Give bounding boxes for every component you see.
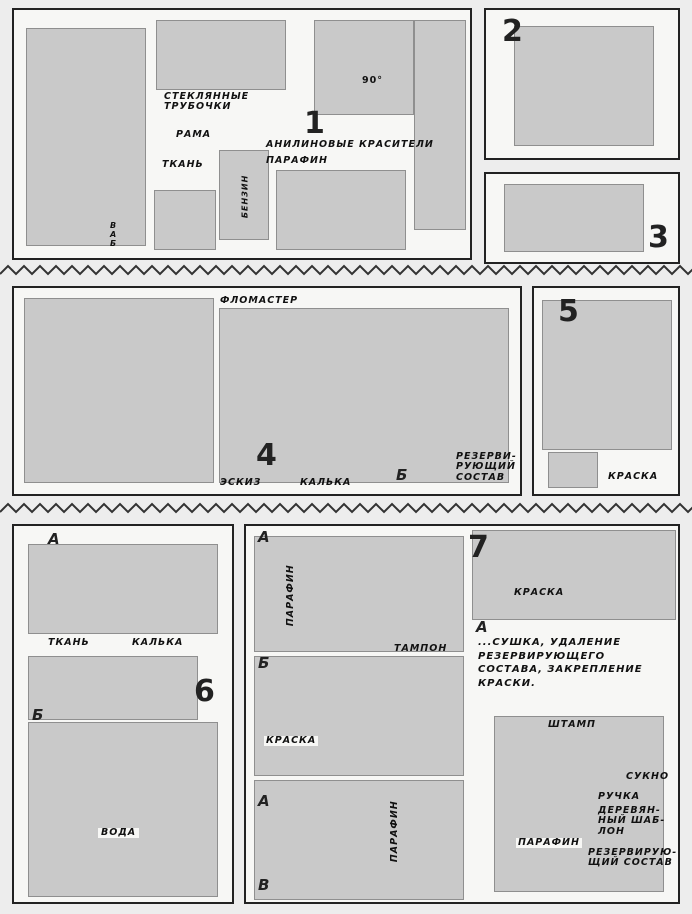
panel-step-2-melting: 2 [484, 8, 680, 160]
label-handle: РУЧКА [598, 791, 641, 802]
label-sketch: ЭСКИЗ [220, 477, 262, 488]
label-paint-2: КРАСКА [264, 735, 319, 747]
panel-step-6-ironing-steaming: А ТКАНЬ КАЛЬКА Б ВОДА 6 [12, 524, 234, 904]
step-number-4: 4 [256, 438, 277, 473]
illustration-dyed-fabric [472, 530, 676, 620]
illustration-steam-pot [28, 722, 218, 897]
label-stamp: ШТАМП [548, 719, 596, 730]
label-fabric: ТКАНЬ [162, 159, 204, 170]
sub-letter-a2: А [476, 618, 488, 636]
illustration-paint-jar [548, 452, 598, 488]
step-number-3: 3 [648, 220, 669, 255]
label-frame: РАМА [176, 129, 212, 140]
illustration-table-with-lamp [219, 308, 509, 483]
step-number-1: 1 [304, 106, 325, 141]
illustration-paraffin-painting [254, 536, 464, 652]
sub-letter-a1: А [258, 528, 270, 546]
sub-letter-a: А [48, 530, 60, 548]
illustration-brush-on-fabric [542, 300, 672, 450]
label-cloth: СУКНО [626, 771, 670, 782]
label-angle: 90° [362, 75, 383, 86]
sub-letter-b: Б [396, 466, 408, 484]
panel-step-4-transfer: ФЛОМАСТЕР ЭСКИЗ КАЛЬКА Б РЕЗЕРВИ- РУЮЩИЙ… [12, 286, 522, 496]
label-paint-1: КРАСКА [514, 587, 565, 598]
illustration-iron-on-fabric [28, 544, 218, 634]
sub-letter-v: В [258, 876, 270, 894]
label-benzine: БЕНЗИН [240, 174, 250, 219]
label-water: ВОДА [98, 827, 140, 839]
panel-step-5-painting: КРАСКА 5 [532, 286, 680, 496]
illustration-final-paraffin [254, 780, 464, 900]
zigzag-divider-horizontal-1 [0, 264, 692, 276]
label-resist: РЕЗЕРВИ- РУЮЩИЙ СОСТАВ [456, 451, 517, 483]
step-number-7: 7 [468, 530, 489, 565]
illustration-tool-angle [314, 20, 414, 115]
illustration-glass-tubes [156, 20, 286, 90]
illustration-wax-sheet [276, 170, 406, 250]
label-small-letters: В А Б [110, 221, 118, 248]
label-fabric-6: ТКАНЬ [48, 637, 90, 648]
label-paint: КРАСКА [608, 471, 659, 482]
label-marker: ФЛОМАСТЕР [220, 295, 299, 306]
label-wooden-template: ДЕРЕВЯН- НЫЙ ШАБ- ЛОН [598, 805, 666, 837]
label-resist-7: РЕЗЕРВИРУЮ- ЩИЙ СОСТАВ [588, 847, 678, 869]
sub-letter-a3: А [258, 792, 270, 810]
label-aniline-dyes: АНИЛИНОВЫЕ КРАСИТЕЛИ [266, 139, 434, 150]
label-tampon: ТАМПОН [394, 643, 448, 654]
label-paraffin: ПАРАФИН [266, 155, 328, 166]
illustration-stamp-template [494, 716, 664, 892]
panel-step-1-materials: СТЕКЛЯННЫЕ ТРУБОЧКИ РАМА ТКАНЬ АНИЛИНОВЫ… [12, 8, 472, 260]
illustration-paint-tube [504, 184, 644, 252]
label-tracing-paper: КАЛЬКА [300, 477, 352, 488]
label-paraffin-3: ПАРАФИН [516, 837, 582, 849]
label-paraffin-1: ПАРАФИН [284, 564, 296, 627]
sub-letter-b-7: Б [258, 654, 270, 672]
illustration-benzine-bottle [219, 150, 269, 240]
label-tracing-paper-6: КАЛЬКА [132, 637, 184, 648]
label-paraffin-2: ПАРАФИН [388, 800, 400, 863]
step-number-2: 2 [502, 14, 523, 49]
illustration-fabric-roll [28, 656, 198, 720]
illustration-tampon-dyeing [254, 656, 464, 776]
sub-letter-b-6: Б [32, 706, 44, 724]
panel-step-3-paint-tube: 3 [484, 172, 680, 264]
illustration-brushes-in-cup [414, 20, 466, 230]
step-number-6: 6 [194, 674, 215, 709]
illustration-paraffin-and-jars [154, 190, 216, 250]
zigzag-divider-horizontal-2 [0, 502, 692, 514]
panel-step-7-dyeing-stamping: А ПАРАФИН КРАСКА 7 А ...СУШКА, УДАЛЕНИЕ … [244, 524, 680, 904]
label-glass-tubes: СТЕКЛЯННЫЕ ТРУБОЧКИ [164, 91, 250, 113]
step-number-5: 5 [558, 294, 579, 329]
illustration-pot-on-stove [514, 26, 654, 146]
drying-note: ...СУШКА, УДАЛЕНИЕ РЕЗЕРВИРУЮЩЕГО СОСТАВ… [478, 637, 643, 689]
illustration-sketch-sheet [24, 298, 214, 483]
illustration-fabric-on-frame [26, 28, 146, 246]
